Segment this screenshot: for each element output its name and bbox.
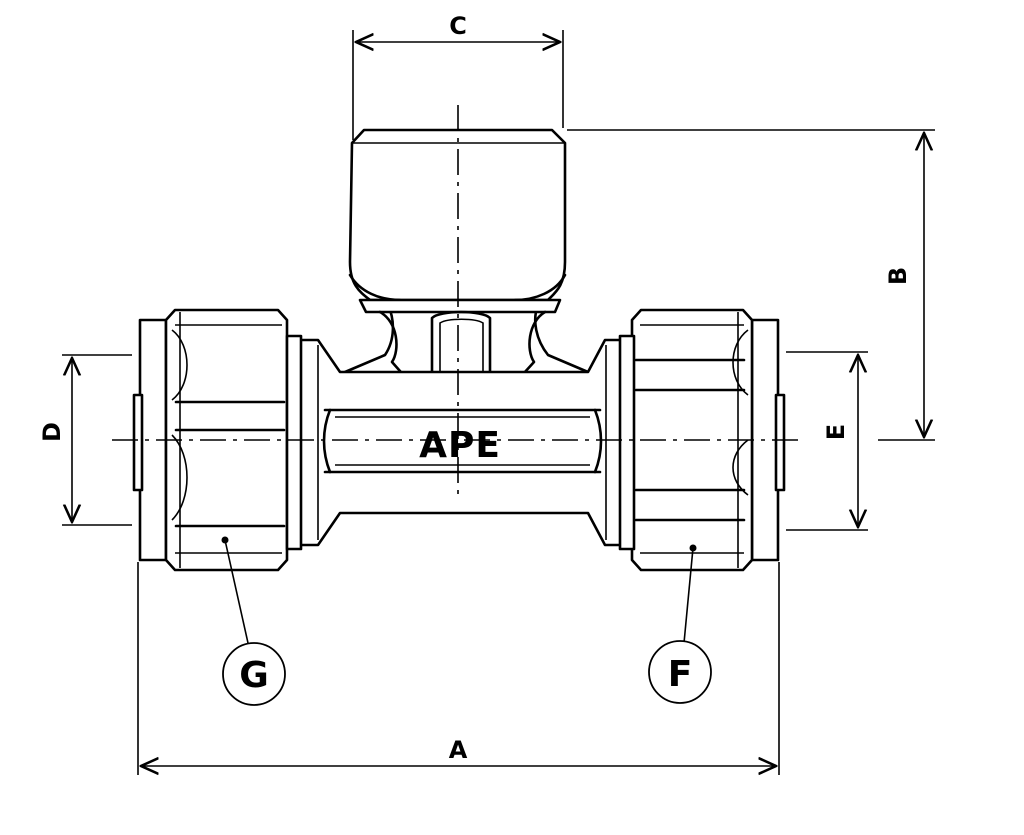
dimension-e-label: E [822,424,850,440]
branch-cap [343,128,590,411]
callout-f: F [648,544,712,704]
dimension-b: B [567,129,935,441]
callout-f-label: F [668,654,693,695]
dimension-b-label: B [884,267,912,285]
callout-g: G [221,536,286,706]
callout-g-label: G [239,655,269,696]
dimension-d: D [38,354,132,526]
dimension-a-label: A [449,736,468,764]
dimension-c: C [352,12,564,140]
dimension-c-label: C [449,12,467,40]
dimension-a: A [137,562,780,775]
dimension-e: E [786,351,868,531]
brand-logo: APE [419,425,501,466]
dimension-d-label: D [38,422,66,442]
